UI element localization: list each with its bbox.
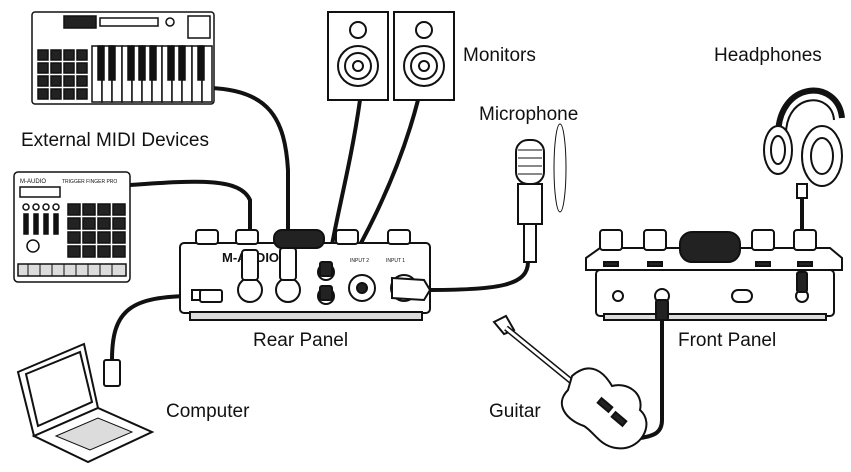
studio-monitor-icon: [327, 11, 389, 101]
label-headphones: Headphones: [714, 45, 822, 66]
xlr-plug-icon: [391, 276, 432, 302]
guitar-cable: [638, 316, 664, 440]
midi-plug-icon: [241, 247, 297, 281]
laptop-icon: [16, 342, 155, 464]
usb-cable: [110, 294, 197, 362]
input-2-label: INPUT 2: [350, 258, 369, 264]
label-microphone: Microphone: [479, 104, 578, 125]
pad-controller-icon: M-AUDIO TRIGGER FINGER PRO: [13, 171, 131, 283]
studio-monitor-icon: [393, 11, 455, 101]
microphone-cable: [428, 260, 530, 292]
audio-interface-rear-icon: M-AUDIO INPUT 2 INPUT 1: [179, 229, 431, 321]
midi-keyboard-icon: [31, 11, 215, 105]
usb-plug-icon: [103, 289, 223, 387]
label-front-panel: Front Panel: [678, 330, 776, 351]
keyboard-midi-cable: [208, 86, 290, 250]
input-1-label: INPUT 1: [386, 258, 405, 264]
pad-controller-model: TRIGGER FINGER PRO: [62, 179, 117, 185]
quarter-inch-plug-icon: [655, 271, 808, 321]
microphone-icon: [515, 123, 567, 263]
headphones-icon: [763, 87, 845, 199]
label-external-midi: External MIDI Devices: [21, 130, 209, 151]
label-guitar: Guitar: [489, 401, 541, 422]
pad-controller-brand: M-AUDIO: [20, 179, 46, 185]
pad-controller-midi-cable: [128, 179, 252, 252]
quarter-inch-plug-icon: [319, 261, 333, 301]
label-rear-panel: Rear Panel: [253, 330, 348, 351]
label-computer: Computer: [166, 401, 250, 422]
audio-interface-front-icon: [585, 229, 843, 321]
label-monitors: Monitors: [463, 45, 536, 66]
electric-guitar-icon: [492, 314, 648, 450]
